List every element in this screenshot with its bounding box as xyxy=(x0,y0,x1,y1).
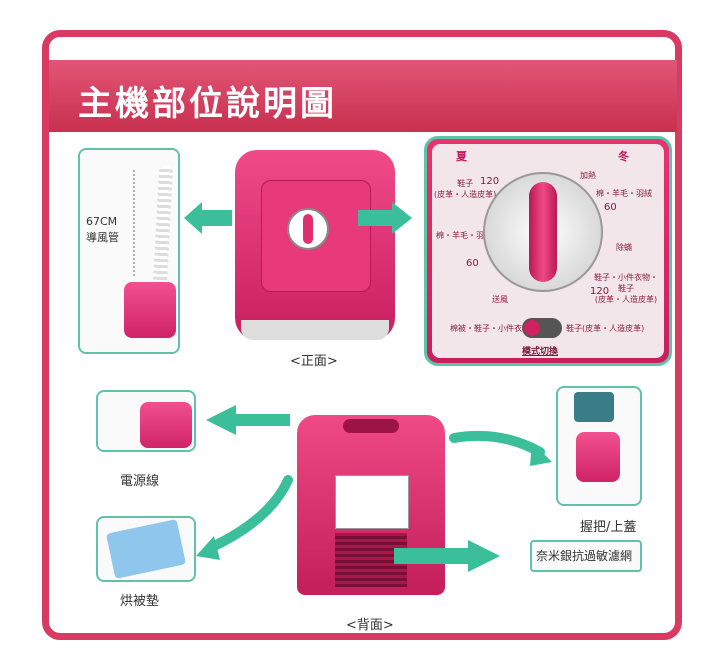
dial-left-top: 鞋子 (皮革・人造皮革) xyxy=(434,179,497,199)
dial-left-mid: 棉・羊毛・羽絨 xyxy=(436,231,492,240)
filter-box xyxy=(530,540,642,572)
dial-right-heat: 加熱 xyxy=(580,171,596,180)
mode-switch-label: 模式切換 xyxy=(522,347,559,357)
arrow-to-handle xyxy=(449,430,545,457)
arrow-to-hose xyxy=(184,202,232,234)
arrow-to-pad xyxy=(205,475,293,553)
arrow-to-power-cord xyxy=(206,405,290,435)
filter-label: 奈米銀抗過敏濾網 xyxy=(536,549,633,563)
handle-lid-label: 握把/上蓋 xyxy=(580,520,637,535)
hose-name: 導風管 xyxy=(86,231,119,244)
front-dial xyxy=(287,208,329,250)
arrow-to-filter xyxy=(394,540,500,572)
season-winter: 冬 xyxy=(618,150,629,163)
dial-right-dehum: 除蟎 xyxy=(616,243,632,252)
dial-fan: 送風 xyxy=(492,295,508,304)
mode-switch[interactable] xyxy=(522,318,562,338)
season-summer: 夏 xyxy=(456,150,467,163)
dial-num-60-left: 60 xyxy=(466,258,479,269)
back-label: <背面> xyxy=(346,618,394,633)
arrow-to-pad-head xyxy=(196,536,220,560)
handle-unit-image xyxy=(576,432,620,482)
dial-num-60-right: 60 xyxy=(604,202,617,213)
dial-right-bottom: 鞋子・小件衣物・ 鞋子 (皮革・人造皮革) xyxy=(594,273,658,304)
back-sticker xyxy=(335,475,409,529)
arrow-to-dial xyxy=(358,202,412,234)
dial-num-120-right: 120 xyxy=(590,286,610,297)
dial-right-top: 棉・羊毛・羽絨 xyxy=(596,189,652,198)
page-title: 主機部位說明圖 xyxy=(78,84,337,124)
hose-unit-image xyxy=(124,282,176,338)
timer-dial[interactable] xyxy=(483,172,603,292)
unit-back-image xyxy=(297,415,445,595)
switch-left-label: 棉被・鞋子・小件衣物 xyxy=(450,324,530,333)
dial-knob[interactable] xyxy=(529,182,557,282)
front-base xyxy=(241,320,389,340)
power-cord-label: 電源線 xyxy=(120,474,160,489)
switch-right-label: 鞋子(皮革・人造皮革) xyxy=(566,324,645,333)
back-handle xyxy=(343,419,399,433)
unit-front-image xyxy=(235,150,395,340)
dial-num-120-left: 120 xyxy=(480,176,500,187)
arrow-to-handle-head xyxy=(530,442,552,466)
front-label: <正面> xyxy=(290,354,338,369)
person-image xyxy=(574,392,614,422)
power-cord-image xyxy=(140,402,192,448)
title-banner xyxy=(49,60,677,132)
hose-length: 67CM xyxy=(86,215,118,228)
pad-label: 烘被墊 xyxy=(120,594,160,609)
